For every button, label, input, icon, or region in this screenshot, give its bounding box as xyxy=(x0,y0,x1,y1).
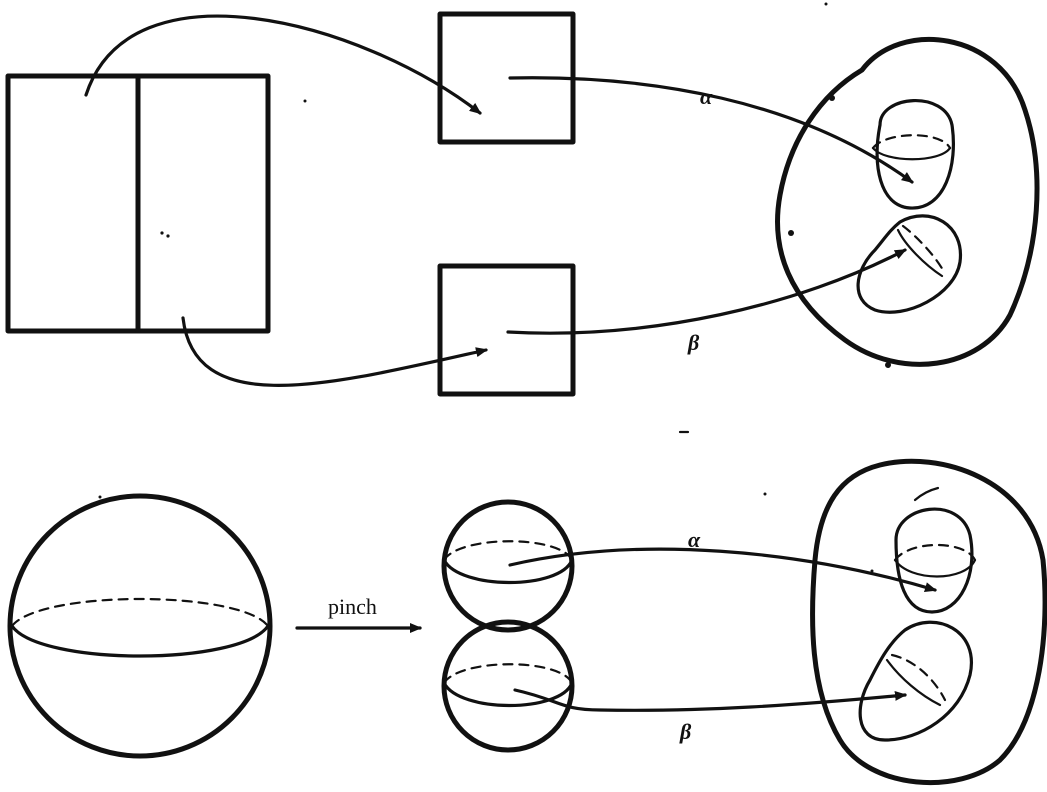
upper-bulge xyxy=(875,99,956,210)
surface-top-outline xyxy=(775,37,1040,367)
surface-bottom-outline xyxy=(810,458,1047,785)
upper-bulge-bottom xyxy=(894,507,974,614)
square-bottom xyxy=(437,263,576,397)
beta-label-top: β xyxy=(687,330,700,355)
lower-bulge xyxy=(856,214,963,314)
sphere xyxy=(7,493,273,759)
lower-bulge-bottom xyxy=(858,620,973,742)
lower-bulge-back-circle xyxy=(901,224,946,274)
upper-sphere-equator-back xyxy=(442,540,574,562)
upper-bulge-back-circle xyxy=(871,134,952,150)
alpha-label-bottom: α xyxy=(688,527,701,552)
lower-sphere-outline xyxy=(441,619,575,753)
outline-tick xyxy=(885,362,891,368)
lower-sphere-equator-back xyxy=(442,663,574,685)
square-bottom-outline xyxy=(437,263,576,397)
sphere-equator-front xyxy=(10,624,270,658)
surface-bottom xyxy=(810,458,1047,785)
sphere-outline xyxy=(7,493,273,759)
pinch-label: pinch xyxy=(328,594,377,619)
arrow-left-half-to-top-square xyxy=(84,14,482,115)
lower-bulge-front-circle xyxy=(896,228,944,278)
outline-tick xyxy=(829,95,835,101)
sphere-equator-back xyxy=(10,597,270,628)
speck xyxy=(763,492,767,496)
surface-top xyxy=(775,37,1040,368)
alpha-map-arrow-bottom xyxy=(508,547,937,592)
outline-tick xyxy=(788,230,794,236)
alpha-label-top: α xyxy=(700,84,713,109)
lower-bulge-bottom-front-circle xyxy=(885,658,942,707)
speck xyxy=(166,234,170,238)
beta-map-arrow-top xyxy=(506,248,907,335)
speck xyxy=(824,2,828,6)
lower-bulge-bottom-back-circle xyxy=(890,653,947,702)
alpha-map-arrow-top xyxy=(508,76,914,184)
upper-bulge-front-circle xyxy=(871,146,952,161)
upper-bulge-bottom-back-circle xyxy=(893,544,977,562)
speck xyxy=(870,569,874,573)
upper-sphere-outline xyxy=(441,499,575,633)
beta-label-bottom: β xyxy=(679,719,692,744)
split-rectangle xyxy=(5,73,271,334)
speck xyxy=(303,99,307,103)
surface-bottom-tick xyxy=(913,486,940,502)
beta-map-arrow-bottom xyxy=(513,688,907,712)
lower-sphere-equator-front xyxy=(442,681,574,707)
speck xyxy=(160,231,164,235)
pinched-spheres xyxy=(441,499,575,753)
upper-bulge-bottom-front-circle xyxy=(893,558,977,578)
arrow-right-half-to-bottom-square xyxy=(181,316,488,387)
upper-sphere-equator-front xyxy=(442,558,574,584)
speck xyxy=(98,495,102,499)
